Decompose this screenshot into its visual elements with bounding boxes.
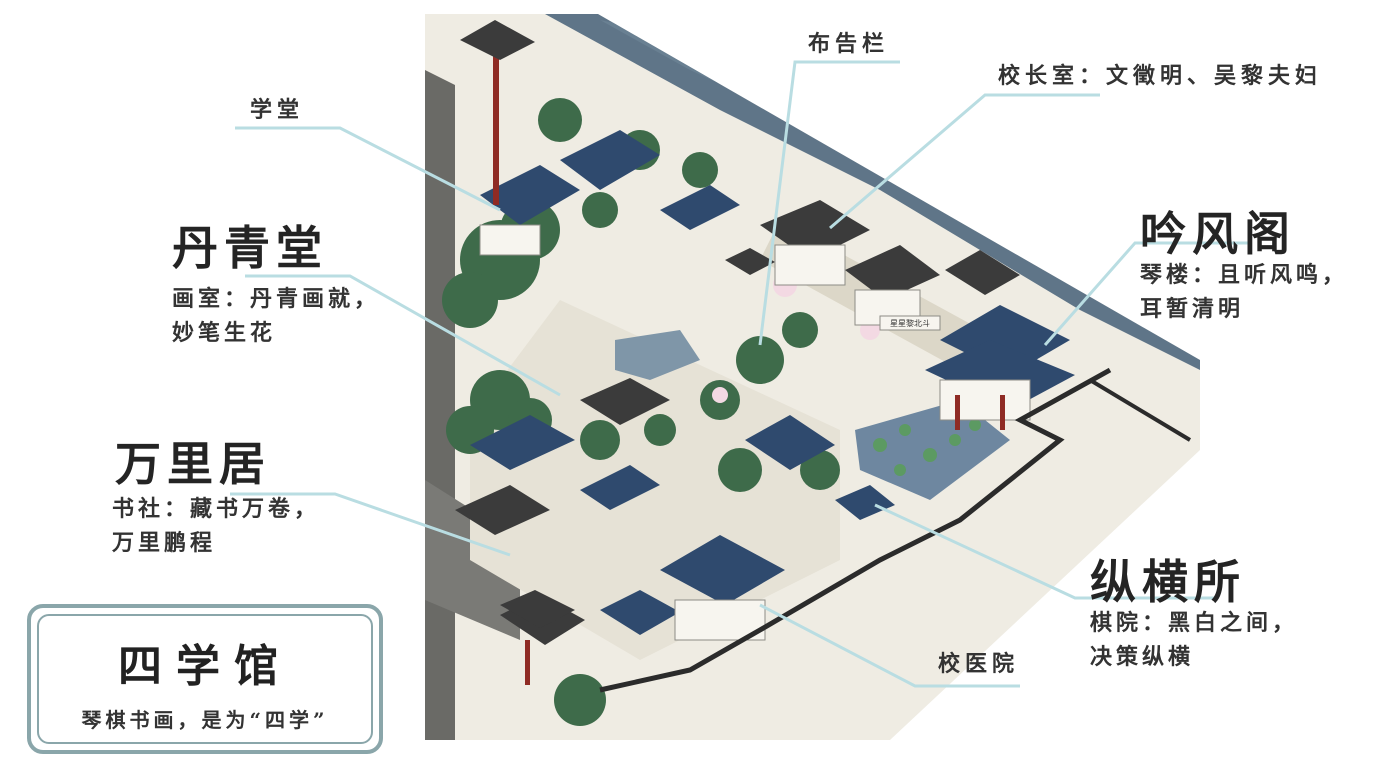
label-danqingtang: 丹青堂	[172, 221, 328, 275]
desc-yinfengge-line-1: 琴楼：且听风鸣，	[1140, 262, 1349, 288]
label-bugaolan: 布告栏	[808, 31, 890, 57]
grey-roofs	[455, 200, 1020, 645]
desc-wanliju: 书社：藏书万卷， 万里鹏程	[112, 492, 320, 560]
badge-subtitle: 琴棋书画，是为“四学”	[81, 708, 329, 732]
compound-wall	[599, 367, 1112, 693]
leader-line-xiaoyiyuan	[759, 603, 1020, 688]
desc-yinfengge: 琴楼：且听风鸣， 耳暂清明	[1140, 258, 1348, 326]
leader-line-zonghengsuo	[874, 503, 1215, 600]
leader-lines	[230, 60, 1250, 688]
label-wanliju: 万里居	[115, 437, 271, 491]
red-columns	[493, 55, 1005, 685]
leader-line-wanliju	[230, 492, 511, 557]
notice-board	[879, 315, 941, 331]
label-xiaoyiyuan: 校医院	[938, 651, 1020, 677]
badge-title: 四学馆	[118, 641, 292, 692]
desc-yinfengge-line-2: 耳暂清明	[1140, 296, 1245, 322]
label-xuetang: 学堂	[250, 97, 305, 123]
desc-wanliju-line-2: 万里鹏程	[112, 530, 217, 556]
desc-zonghengsuo: 棋院：黑白之间， 决策纵横	[1090, 606, 1298, 674]
desc-zonghengsuo-line-2: 决策纵横	[1090, 644, 1195, 670]
blue-roofs	[470, 130, 1075, 635]
leader-line-xiaozhangshi	[829, 93, 1100, 230]
gate-tower-roof	[460, 20, 535, 60]
title-badge: 四学馆 琴棋书画，是为“四学”	[27, 604, 383, 754]
desc-danqingtang-line-2: 妙笔生花	[172, 320, 277, 346]
desc-wanliju-line-1: 书社：藏书万卷，	[112, 496, 321, 522]
outer-wall-left	[425, 70, 455, 740]
leader-line-bugaolan	[758, 60, 900, 346]
lotus-leaves	[873, 419, 981, 476]
label-zonghengsuo: 纵横所	[1090, 555, 1246, 609]
leader-line-xuetang	[235, 126, 501, 212]
desc-danqingtang-line-1: 画室：丹青画就，	[172, 286, 381, 312]
label-yinfengge: 吟风阁	[1140, 207, 1296, 261]
desc-danqingtang: 画室：丹青画就， 妙笔生花	[172, 282, 380, 350]
leader-line-danqingtang	[245, 274, 561, 397]
notice-sign-text: 星星黎北斗	[890, 318, 930, 328]
badge-inner-border	[37, 614, 373, 744]
leader-line-yinfengge	[1043, 241, 1250, 346]
desc-zonghengsuo-line-1: 棋院：黑白之间，	[1090, 610, 1299, 636]
river	[545, 14, 1200, 370]
label-xiaozhangshi: 校长室：文徵明、吴黎夫妇	[998, 63, 1323, 89]
